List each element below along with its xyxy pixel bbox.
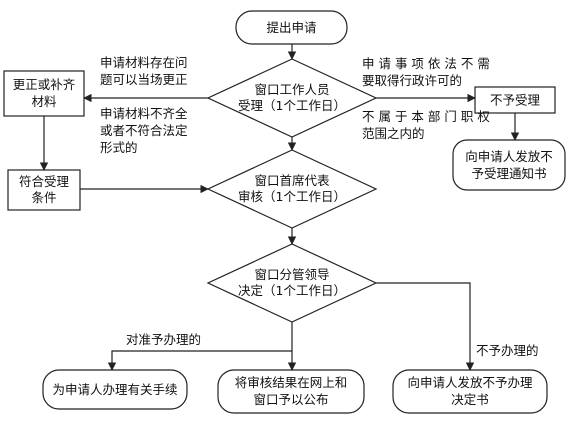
- decide-node-line2: 决定（1个工作日）: [238, 283, 346, 298]
- label-fix-onsite-line2: 题可以当场更正: [100, 72, 188, 87]
- handle-procedures-label: 为申请人办理有关手续: [52, 382, 177, 397]
- label-out-of-scope-line2: 范围之内的: [362, 126, 425, 141]
- label-incomplete-line3: 形式的: [100, 140, 138, 155]
- label-incomplete-line2: 或者不符合法定: [100, 123, 188, 138]
- correct-box-line2: 材料: [31, 94, 57, 109]
- review-node-line2: 审核（1个工作日）: [238, 189, 346, 204]
- publish-result-line1: 将审核结果在网上和: [235, 375, 348, 390]
- deny-decision-line1: 向申请人发放不予办理: [407, 375, 533, 390]
- connector-decide-trunk: [107, 322, 293, 371]
- label-deny: 不予办理的: [476, 343, 539, 358]
- review-node-line1: 窗口首席代表: [254, 173, 330, 188]
- label-incomplete-line1: 申请材料不齐全: [100, 106, 188, 121]
- reject-notice-line1: 向申请人发放不: [465, 149, 553, 164]
- reject-box-label: 不予受理: [490, 93, 541, 108]
- label-fix-onsite-line1: 申请材料存在问: [100, 55, 188, 70]
- start-node-label: 提出申请: [266, 20, 316, 35]
- accept-node-line1: 窗口工作人员: [254, 82, 329, 97]
- correct-box-line1: 更正或补齐: [13, 77, 76, 92]
- accept-node-line2: 受理（1个工作日）: [238, 98, 346, 113]
- reject-notice-line2: 予受理通知书: [471, 166, 546, 181]
- label-approve: 对准予办理的: [126, 332, 201, 347]
- decide-node-line1: 窗口分管领导: [254, 267, 329, 282]
- label-out-of-scope-line1: 不 属 于 本 部 门 职 权: [362, 109, 490, 124]
- deny-decision-line2: 决定书: [451, 392, 489, 407]
- meet-box-line2: 条件: [31, 190, 56, 205]
- meet-box-line1: 符合受理: [19, 174, 70, 189]
- publish-result-line2: 窗口予以公布: [253, 392, 328, 407]
- meet-conditions-box: [7, 169, 81, 211]
- arrow-decide-to-deny: [376, 282, 475, 371]
- label-no-permit-line2: 要取得行政许可的: [362, 73, 462, 88]
- correct-materials-box: [3, 70, 85, 117]
- reject-notice-box: [452, 139, 566, 191]
- label-no-permit-line1: 申 请 事 项 依 法 不 需: [362, 56, 490, 71]
